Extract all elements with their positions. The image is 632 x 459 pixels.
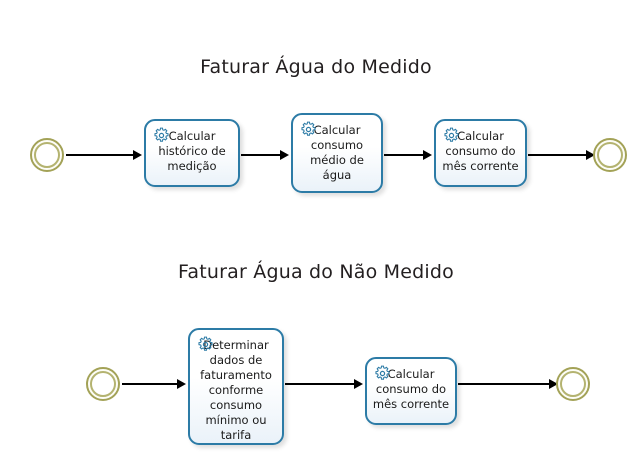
sequence-flow-2-3-arrowhead — [549, 379, 558, 389]
sequence-flow-2-1-arrowhead — [177, 379, 186, 389]
start-event-inner-ring — [34, 142, 60, 168]
sequence-flow-1-1-arrowhead — [133, 150, 142, 160]
end-event-inner-ring — [597, 142, 623, 168]
sequence-flow-1-4-arrowhead — [586, 150, 595, 160]
lane-title-faturar-agua-do-nao-medido: Faturar Água do Não Medido — [178, 261, 454, 283]
task-label: Calcular consumo médio de água — [310, 123, 364, 182]
sequence-flow-1-3 — [384, 154, 425, 156]
sequence-flow-2-2 — [285, 383, 356, 385]
task-label: Calcular consumo do mês corrente — [442, 129, 519, 173]
sequence-flow-1-4 — [528, 154, 588, 156]
task-label: Determinar dados de faturamento conforme… — [200, 338, 272, 442]
end-event-inner-ring — [560, 371, 586, 397]
sequence-flow-1-2-arrowhead — [280, 150, 289, 160]
task-calcular-consumo-do-mes-corrente-lane-1[interactable]: Calcular consumo do mês corrente — [434, 119, 527, 187]
end-event-lane-1[interactable] — [593, 138, 629, 174]
task-calcular-historico-de-medicao[interactable]: Calcular histórico de medição — [144, 119, 240, 187]
task-label: Calcular consumo do mês corrente — [372, 367, 450, 411]
start-event-inner-ring — [90, 371, 116, 397]
start-event-lane-1[interactable] — [30, 138, 66, 174]
task-calcular-consumo-medio-de-agua[interactable]: Calcular consumo médio de água — [291, 113, 383, 193]
start-event-lane-2[interactable] — [86, 367, 122, 403]
sequence-flow-1-2 — [241, 154, 282, 156]
task-calcular-consumo-do-mes-corrente-lane-2[interactable]: Calcular consumo do mês corrente — [365, 357, 457, 425]
sequence-flow-2-1 — [122, 383, 178, 385]
sequence-flow-2-2-arrowhead — [354, 379, 363, 389]
sequence-flow-1-3-arrowhead — [423, 150, 432, 160]
sequence-flow-2-3 — [458, 383, 551, 385]
task-label: Calcular histórico de medição — [158, 129, 226, 173]
end-event-lane-2[interactable] — [556, 367, 592, 403]
sequence-flow-1-1 — [66, 154, 134, 156]
lane-title-faturar-agua-do-medido: Faturar Água do Medido — [200, 56, 432, 78]
task-determinar-dados-de-faturamento[interactable]: Determinar dados de faturamento conforme… — [188, 328, 284, 445]
